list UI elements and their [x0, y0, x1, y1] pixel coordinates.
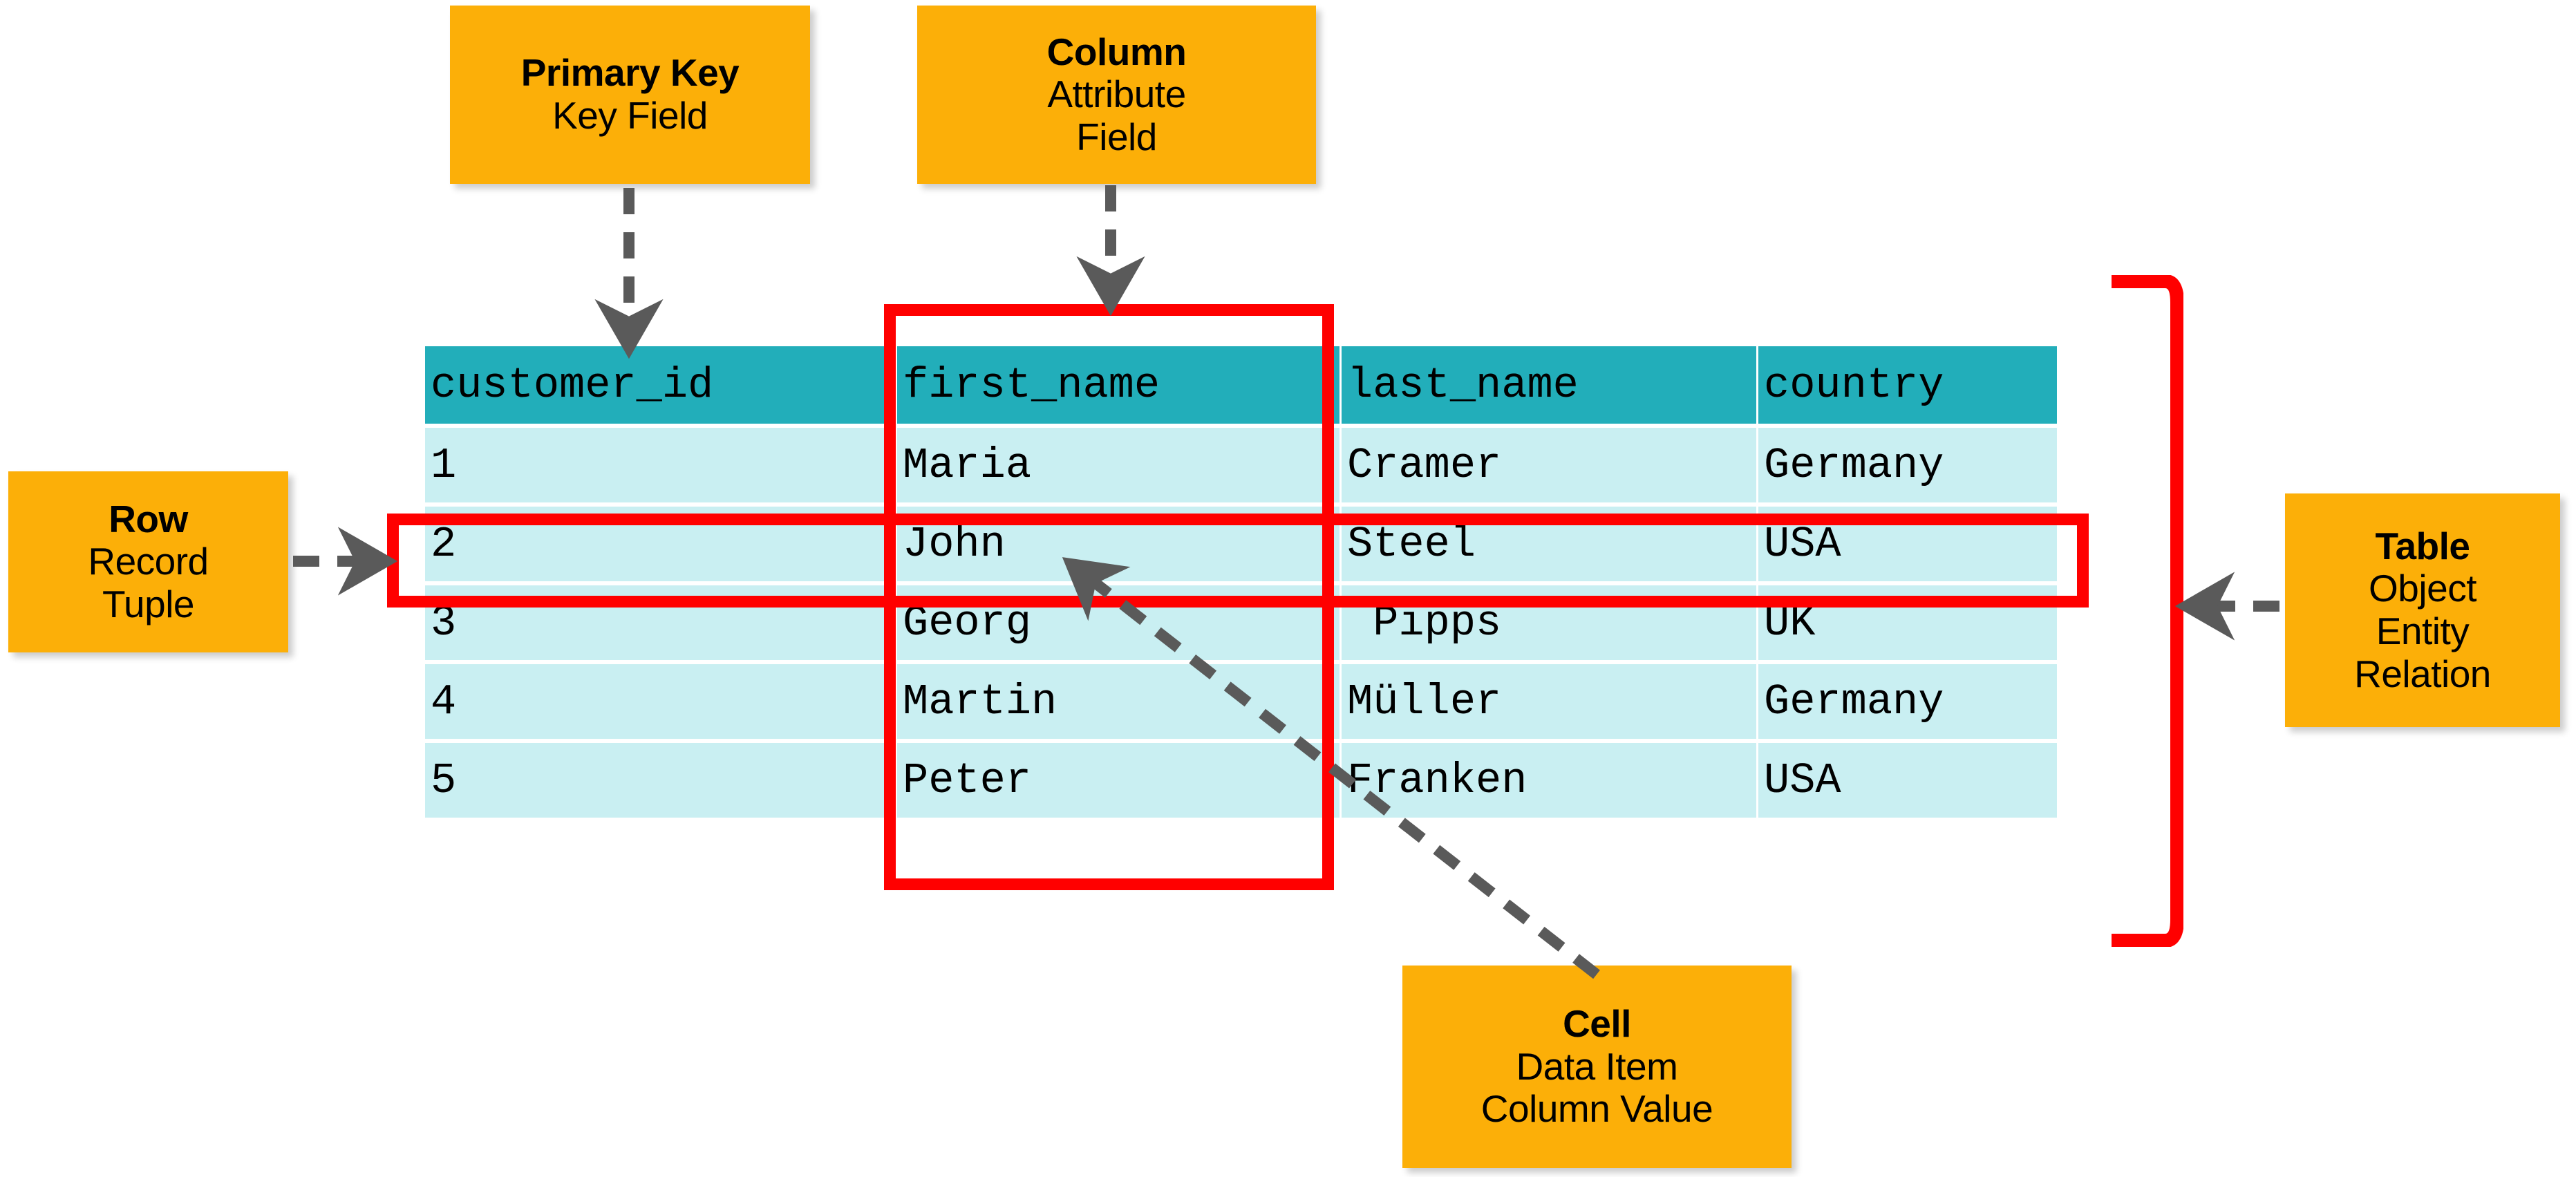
callout-primary-key-line-1: Key Field: [552, 94, 708, 137]
callout-cell-line-1: Data Item: [1516, 1044, 1678, 1088]
table-bracket: [2112, 275, 2183, 947]
callout-column-title: Column: [1046, 30, 1187, 73]
cell-country: USA: [1758, 743, 2057, 818]
column-header-country: country: [1758, 346, 2057, 424]
callout-column-line-1: Attribute: [1047, 73, 1186, 116]
cell-last-name: Franken: [1342, 743, 1756, 818]
callout-table[interactable]: Table Object Entity Relation: [2285, 493, 2560, 727]
cell-customer-id: 1: [425, 428, 895, 502]
callout-cell-line-2: Column Value: [1480, 1087, 1713, 1131]
callout-row-line-1: Record: [88, 540, 209, 583]
column-header-first-name: first_name: [897, 346, 1339, 424]
callout-column-line-2: Field: [1076, 115, 1157, 158]
callout-table-line-3: Relation: [2354, 652, 2491, 695]
callout-table-line-1: Object: [2369, 567, 2476, 610]
column-header-last-name: last_name: [1342, 346, 1756, 424]
cell-last-name: Cramer: [1342, 428, 1756, 502]
column-header-customer-id: customer_id: [425, 346, 895, 424]
callout-cell[interactable]: Cell Data Item Column Value: [1402, 966, 1792, 1168]
table-row: 1 Maria Cramer Germany: [425, 428, 2057, 502]
callout-row[interactable]: Row Record Tuple: [8, 471, 288, 652]
cell-customer-id: 5: [425, 743, 895, 818]
row-highlight-box: [387, 514, 2089, 608]
callout-primary-key[interactable]: Primary Key Key Field: [450, 6, 810, 184]
cell-last-name: Müller: [1342, 664, 1756, 739]
cell-customer-id: 4: [425, 664, 895, 739]
cell-country: Germany: [1758, 428, 2057, 502]
cell-country: Germany: [1758, 664, 2057, 739]
callout-row-title: Row: [109, 497, 188, 540]
callout-row-line-2: Tuple: [102, 582, 195, 625]
callout-column[interactable]: Column Attribute Field: [917, 6, 1316, 184]
callout-table-line-2: Entity: [2376, 610, 2470, 652]
cell-first-name: Maria: [897, 428, 1339, 502]
callout-cell-title: Cell: [1563, 1002, 1631, 1046]
table-header-row: customer_id first_name last_name country: [425, 346, 2057, 424]
callout-table-title: Table: [2375, 524, 2470, 567]
callout-primary-key-title: Primary Key: [520, 51, 740, 95]
